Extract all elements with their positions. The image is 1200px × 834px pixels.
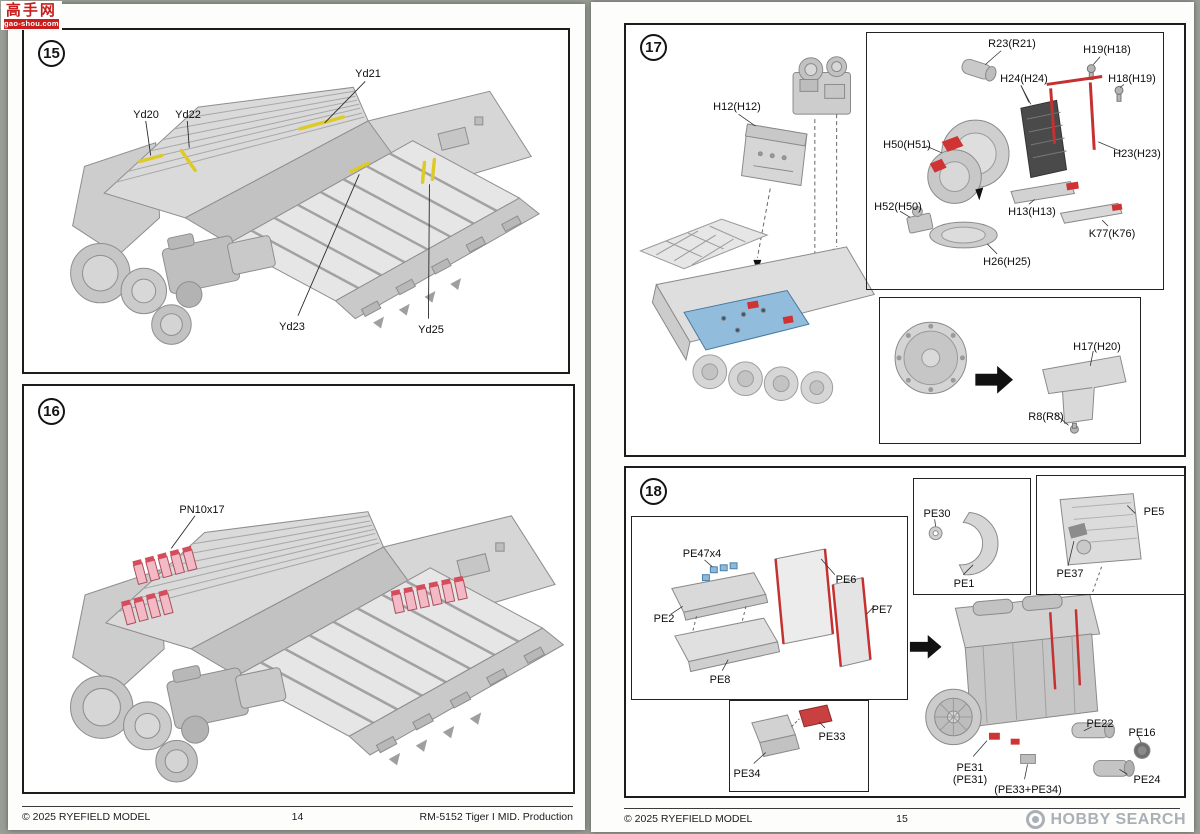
part-label-pe33: PE33 xyxy=(818,731,846,743)
part-label-h13: H13(H13) xyxy=(1008,206,1056,218)
part-label-pe7: PE7 xyxy=(871,604,893,616)
step-16-illustration xyxy=(69,510,565,784)
part-label-pn10x17: PN10x17 xyxy=(179,504,225,516)
part-label-pe47: PE47x4 xyxy=(682,548,722,560)
page-number: 15 xyxy=(896,813,908,825)
part-label-k77: K77(K76) xyxy=(1088,228,1136,240)
part-label-yd20: Yd20 xyxy=(133,109,159,121)
part-label-pe16: PE16 xyxy=(1128,727,1156,739)
step-15-number: 15 xyxy=(38,40,65,67)
step-16-number: 16 xyxy=(38,398,65,425)
site-logo-text: 高手网 xyxy=(5,2,57,19)
part-label-pe30: PE30 xyxy=(923,508,951,520)
step-17-detail-box-fan xyxy=(879,297,1141,444)
part-label-h26: H26(H25) xyxy=(983,256,1031,268)
part-label-pe1: PE1 xyxy=(953,578,975,590)
part-label-h52: H52(H50) xyxy=(874,201,922,213)
part-label-h19: H19(H18) xyxy=(1083,44,1131,56)
part-label-pe24: PE24 xyxy=(1133,774,1161,786)
step-17-number: 17 xyxy=(640,34,667,61)
step-15-illustration xyxy=(69,81,541,346)
part-label-pe31-sub: (PE31) xyxy=(952,774,988,786)
part-label-pe2: PE2 xyxy=(653,613,675,625)
hobbysearch-watermark: HOBBY SEARCH xyxy=(1025,810,1187,829)
page-number: 14 xyxy=(291,811,304,823)
step-18-detail-box-pe1 xyxy=(913,478,1031,595)
left-page: 15 Yd20 Yd22 Yd21 Yd23 Yd25 xyxy=(8,4,585,830)
part-label-pe8: PE8 xyxy=(709,674,731,686)
part-label-h23: H23(H23) xyxy=(1113,148,1161,160)
part-label-yd25: Yd25 xyxy=(418,324,444,336)
step-17-panel: 17 xyxy=(624,23,1186,457)
part-label-yd21: Yd21 xyxy=(355,68,381,80)
part-label-yd22: Yd22 xyxy=(175,109,201,121)
copyright-text: © 2025 RYEFIELD MODEL xyxy=(22,811,151,823)
right-page-footer: © 2025 RYEFIELD MODEL 15 xyxy=(624,808,1180,825)
site-logo-subtext: gao-shou.com xyxy=(4,19,59,29)
part-label-pe37: PE37 xyxy=(1056,568,1084,580)
step-18-number: 18 xyxy=(640,478,667,505)
step-15-panel: 15 Yd20 Yd22 Yd21 Yd23 Yd25 xyxy=(22,28,570,374)
copyright-text: © 2025 RYEFIELD MODEL xyxy=(624,813,753,825)
part-label-pe31: PE31 xyxy=(956,762,984,774)
kit-title: RM-5152 Tiger I MID. Production xyxy=(419,811,573,823)
part-label-h18: H18(H19) xyxy=(1108,73,1156,85)
step-17-illustration xyxy=(639,50,1127,434)
right-page: 17 xyxy=(591,2,1194,832)
site-logo: 高手网 gao-shou.com xyxy=(1,1,62,30)
step-18-detail-box-pe5 xyxy=(1036,475,1186,595)
part-label-h24: H24(H24) xyxy=(1000,73,1048,85)
part-label-r23: R23(R21) xyxy=(988,38,1036,50)
step-18-illustration xyxy=(670,493,1151,780)
part-label-r8: R8(R8) xyxy=(1028,411,1064,423)
part-label-h50: H50(H51) xyxy=(883,139,931,151)
part-label-pe6: PE6 xyxy=(835,574,857,586)
part-label-yd23: Yd23 xyxy=(279,321,305,333)
part-label-pe22: PE22 xyxy=(1086,718,1114,730)
step-18-detail-box-pe33 xyxy=(729,700,869,792)
part-label-h17: H17(H20) xyxy=(1073,341,1121,353)
part-label-pe33-pe34-combo: (PE33+PE34) xyxy=(994,784,1062,796)
step-16-panel: 16 xyxy=(22,384,575,794)
part-label-h12: H12(H12) xyxy=(713,101,761,113)
step-18-panel: 18 xyxy=(624,466,1186,798)
hobbysearch-logo-text: HOBBY SEARCH xyxy=(1050,810,1186,828)
hobbysearch-logo-icon xyxy=(1025,810,1045,829)
step-18-detail-box-panels xyxy=(631,516,908,700)
part-label-pe5: PE5 xyxy=(1143,506,1165,518)
left-page-footer: © 2025 RYEFIELD MODEL 14 RM-5152 Tiger I… xyxy=(22,806,573,823)
part-label-pe34: PE34 xyxy=(733,768,761,780)
step-17-detail-box-radiator xyxy=(866,32,1164,290)
